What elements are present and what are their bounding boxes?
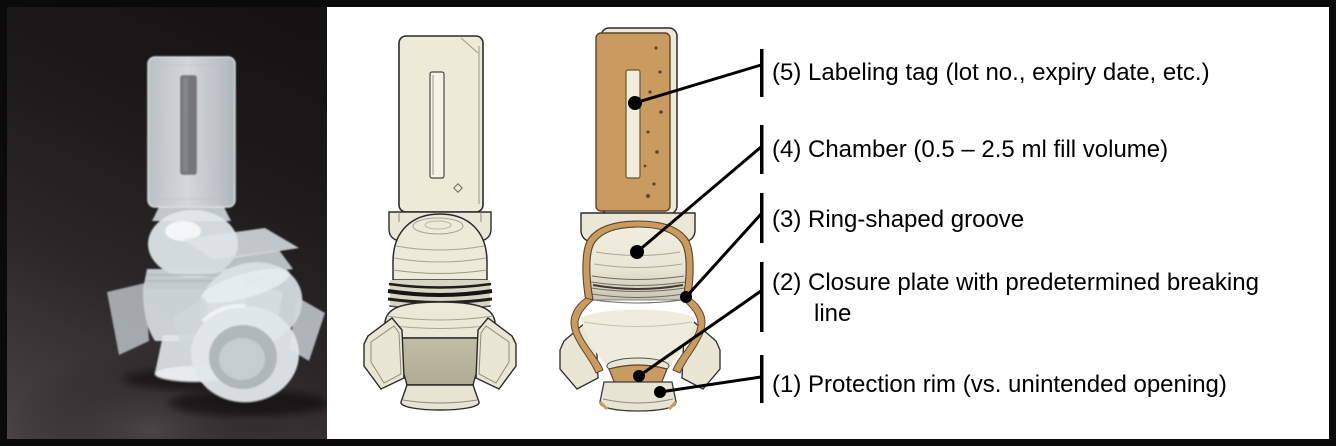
tick-bar-5 xyxy=(760,49,764,97)
leader-line-1 xyxy=(659,375,762,394)
leader-line-5 xyxy=(634,63,762,105)
leader-dot-1 xyxy=(654,386,666,398)
cad-tag-slot xyxy=(429,71,445,179)
cs-lower-wall-left xyxy=(570,297,604,374)
cad-base xyxy=(400,384,480,411)
cad-tag-mark xyxy=(453,183,463,193)
leader-line-2 xyxy=(638,289,762,378)
leader-line-4 xyxy=(636,145,762,254)
tick-bar-1 xyxy=(760,355,764,403)
lying-vial xyxy=(169,228,327,416)
tick-bars xyxy=(760,49,764,403)
leader-dot-3 xyxy=(680,291,692,303)
leader-dot-5 xyxy=(628,96,642,110)
cs-groove-lines xyxy=(590,275,686,304)
cs-rim-cut-edges xyxy=(598,400,678,411)
cs-cone-interior xyxy=(581,309,695,369)
tick-bar-3 xyxy=(760,193,764,243)
leader-lines xyxy=(634,63,764,394)
cs-tag-slot xyxy=(625,69,641,179)
cs-wing-left xyxy=(559,321,599,390)
leader-line-3 xyxy=(684,211,764,299)
tick-bar-2 xyxy=(760,262,764,332)
annotation-label-2: (2) Closure plate with predetermined bre… xyxy=(772,269,1259,327)
cad-wing-right xyxy=(475,317,517,390)
vial-wing-left xyxy=(107,283,149,355)
vial2-tag xyxy=(183,228,299,261)
leader-dot-4 xyxy=(630,245,644,259)
cad-wing-left xyxy=(363,317,405,390)
vial2-shadow xyxy=(169,390,327,416)
cs-lower-wall-right xyxy=(672,297,706,374)
cad-cone xyxy=(393,337,487,386)
annotation-label-5: (5) Labeling tag (lot no., expiry date, … xyxy=(772,59,1210,86)
cs-protection-rim xyxy=(599,381,677,412)
cad-cross-section xyxy=(559,27,721,412)
leader-dots xyxy=(628,96,692,398)
photo-illustration xyxy=(7,56,327,439)
photo-panel xyxy=(7,7,327,439)
annotation-label-1: (1) Protection rim (vs. unintended openi… xyxy=(772,371,1227,398)
cad-full-view xyxy=(363,35,517,411)
annotation-label-4: (4) Chamber (0.5 – 2.5 ml fill volume) xyxy=(772,136,1169,163)
leader-dot-2 xyxy=(633,370,645,382)
cs-tag-dots xyxy=(643,46,663,198)
tick-bar-4 xyxy=(760,125,764,174)
annotation-label-3: (3) Ring-shaped groove xyxy=(772,206,1025,233)
